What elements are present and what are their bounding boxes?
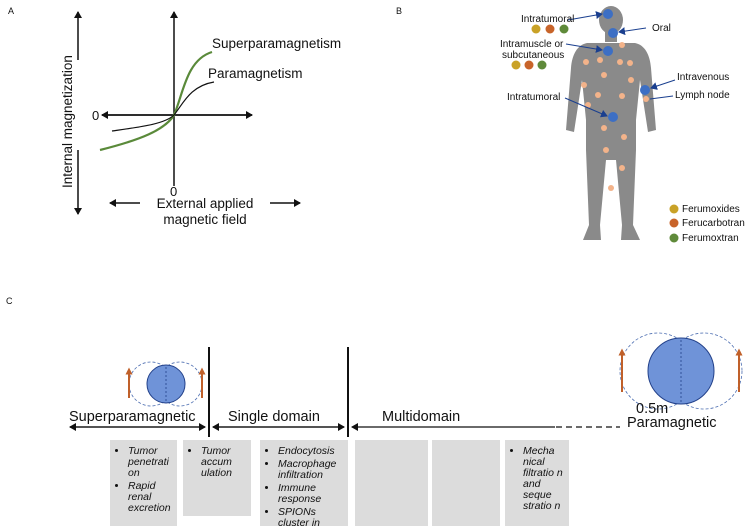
box2-item-1: Tumor accum ulation (201, 446, 251, 479)
info-box-multidomain-3 (432, 440, 500, 526)
legend-swatch-ferumoxtran (669, 233, 679, 243)
x-axis-label-line2: magnetic field (163, 212, 246, 227)
agent-dots-intramuscle (511, 60, 547, 70)
agent-legend: Ferumoxides Ferucarbotran Ferumoxtran (669, 204, 745, 244)
paramagnetism-label: Paramagnetism (208, 66, 303, 81)
label-paramagnetic: Paramagnetic (627, 415, 716, 431)
info-box-single-domain: Tumor accum ulation (183, 440, 251, 516)
box3-item-2: Macrophage infiltration (278, 459, 348, 481)
box3-item-4: SPIONs cluster in (278, 507, 348, 527)
box3-item-3: Immune response (278, 483, 348, 505)
label-superparamagnetic: Superparamagnetic (69, 409, 196, 425)
legend-label-ferucarbotran: Ferucarbotran (682, 218, 745, 229)
site-markers (603, 9, 650, 122)
x-axis-label-line1: External applied (157, 196, 254, 211)
legend-label-ferumoxides: Ferumoxides (682, 204, 740, 215)
label-intratumoral-mid: Intratumoral (507, 92, 560, 103)
paramagnetism-curve (111, 81, 215, 132)
panel-c-letter: C (6, 296, 13, 306)
large-particle (618, 332, 743, 410)
y-axis-label: Internal magnetization (60, 55, 75, 188)
legend-swatch-ferucarbotran (669, 218, 679, 228)
superparamagnetism-curve (99, 50, 213, 152)
info-box-superparamagnetic: Tumor penetrati on Rapid renal excretion (110, 440, 177, 526)
distribution-dots (581, 42, 634, 191)
origin-left-zero: 0 (92, 108, 99, 123)
panel-a-letter: A (8, 6, 14, 16)
origin-bottom-zero: 0 (170, 184, 177, 199)
agent-dots-top (531, 24, 569, 34)
info-box-paramagnetic: Mecha nical filtratio n and seque strati… (505, 440, 569, 526)
box6-item-1: Mecha nical filtratio n and seque strati… (523, 446, 569, 512)
panel-b-letter: B (396, 6, 402, 16)
label-multidomain: Multidomain (382, 409, 460, 425)
superparamagnetism-label: Superparamagnetism (212, 36, 341, 51)
info-box-multidomain-2 (355, 440, 428, 526)
label-intratumoral-top: Intratumoral (521, 14, 574, 25)
label-intramuscle-line1: Intramuscle or (500, 39, 564, 50)
label-intravenous: Intravenous (677, 72, 729, 83)
box1-item-2: Rapid renal excretion (128, 481, 177, 514)
legend-label-ferumoxtran: Ferumoxtran (682, 233, 739, 244)
label-single-domain: Single domain (228, 409, 320, 425)
human-silhouette (566, 6, 656, 240)
small-particle (125, 361, 206, 407)
box1-item-1: Tumor penetrati on (128, 446, 177, 479)
label-intramuscle-line2: subcutaneous (502, 50, 564, 61)
label-oral: Oral (652, 23, 671, 34)
size-label: 0.5m (636, 401, 668, 417)
label-lymph-node: Lymph node (675, 90, 730, 101)
info-box-multidomain-1: Endocytosis Macrophage infiltration Immu… (260, 440, 348, 526)
legend-swatch-ferumoxides (669, 204, 679, 214)
box3-item-1: Endocytosis (278, 446, 348, 457)
